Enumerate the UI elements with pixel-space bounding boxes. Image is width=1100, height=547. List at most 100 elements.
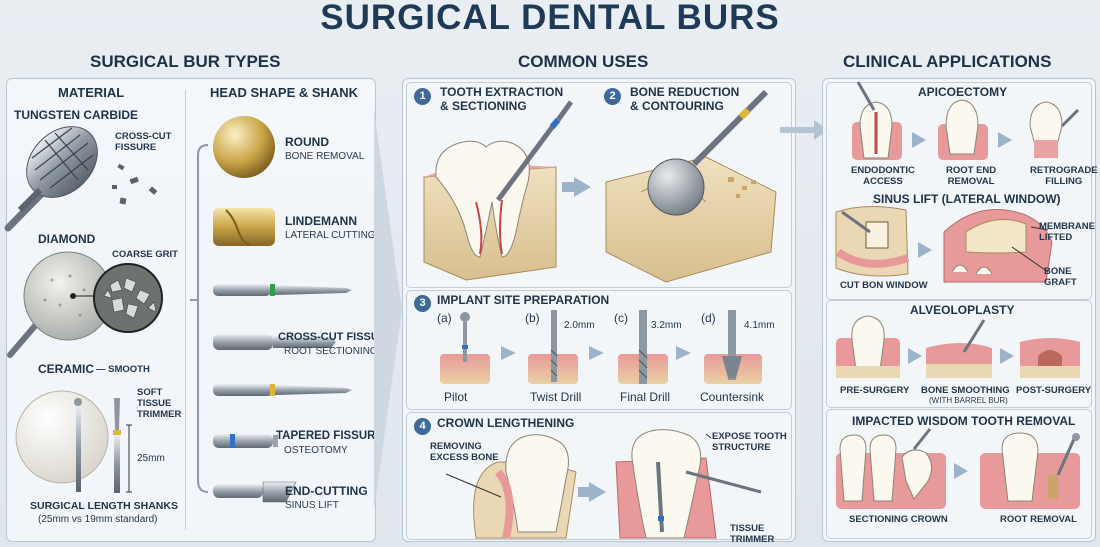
column-heading-types: SURGICAL BUR TYPES — [90, 52, 281, 71]
page-title: SURGICAL DENTAL BURS — [320, 0, 780, 37]
material-heading: MATERIAL — [58, 85, 125, 100]
twist-drill-icon — [528, 310, 578, 384]
sectioning-crown-icon — [836, 428, 946, 509]
end-cutting-bur-icon — [213, 481, 297, 503]
use-2-number: 2 — [604, 86, 621, 105]
head-item-tapered-desc: OSTEOTOMY — [284, 445, 348, 456]
tungsten-carbide-bur-icon — [4, 126, 98, 232]
drill-b-name: Twist Drill — [530, 390, 582, 404]
removing-bone-label: REMOVING EXCESS BONE — [430, 441, 499, 463]
sinus-membrane-label: MEMBRANE LIFTED — [1039, 221, 1095, 243]
head-item-endcutting-name: END-CUTTING — [285, 484, 368, 498]
fissure-bur-icon — [213, 334, 336, 350]
tapered-fissure-bur-icon — [213, 434, 278, 448]
surgical-length-shank-icon — [74, 398, 121, 493]
drill-d-name: Countersink — [700, 390, 765, 404]
material-illustrations — [4, 126, 163, 493]
final-drill-icon — [618, 310, 668, 384]
apico-step-2: ROOT END REMOVAL — [946, 165, 997, 187]
head-item-lindemann-desc: LATERAL CUTTING — [285, 230, 376, 241]
apico-step-1: ENDODONTIC ACCESS — [851, 165, 915, 187]
coarse-grit-zoom-icon — [93, 263, 163, 333]
membrane-lifted-icon — [943, 209, 1053, 283]
sinus-window-icon — [835, 205, 910, 277]
wisdom-step-1: SECTIONING CROWN — [849, 514, 948, 525]
drill-c-size: 3.2mm — [651, 320, 682, 331]
crown-before-icon — [445, 434, 577, 539]
sinus-heading: SINUS LIFT (LATERAL WINDOW) — [873, 192, 1061, 206]
alveo-step-1: PRE-SURGERY — [840, 385, 910, 396]
crown-card — [406, 412, 792, 540]
column-heading-clinical: CLINICAL APPLICATIONS — [843, 52, 1052, 71]
wisdom-heading: IMPACTED WISDOM TOOTH REMOVAL — [852, 414, 1076, 428]
diamond-label: DIAMOND — [38, 232, 96, 246]
sinus-cut-label: CUT BON WINDOW — [840, 280, 928, 291]
alveo-barrel-note: (WITH BARREL BUR) — [929, 396, 1008, 405]
post-surgery-icon — [1020, 338, 1080, 378]
alveo-heading: ALVEOLOPLASTY — [910, 303, 1015, 317]
tissue-trimmer-label: TISSUE TRIMMER — [730, 523, 775, 545]
use-4-label: CROWN LENGTHENING — [437, 416, 575, 430]
metal-chips-icon — [112, 163, 158, 205]
drill-b-letter: (b) — [525, 311, 540, 325]
head-item-endcutting-desc: SINUS LIFT — [285, 500, 339, 511]
use-3-number: 3 — [414, 293, 431, 312]
head-item-crosscut-name: CROSS-CUT FISSURE — [278, 331, 395, 343]
use-2-label: BONE REDUCTION & CONTOURING — [630, 85, 740, 113]
column-heading-uses: COMMON USES — [518, 52, 649, 71]
apico-step-3: RETROGRADE FILLING — [1030, 165, 1098, 187]
use-3-label: IMPLANT SITE PREPARATION — [437, 293, 610, 307]
shanks-note: (25mm vs 19mm standard) — [38, 514, 158, 525]
bone-smoothing-icon — [926, 319, 992, 378]
crown-after-icon — [615, 429, 762, 539]
cross-cut-fissure-bur-icon — [213, 284, 352, 296]
drill-c-name: Final Drill — [620, 390, 671, 404]
head-item-lindemann-name: LINDEMANN — [285, 214, 357, 228]
drill-a-letter: (a) — [437, 311, 452, 325]
flow-chevron-icon — [374, 110, 402, 510]
tungsten-carbide-label: TUNGSTEN CARBIDE — [14, 108, 139, 122]
pre-surgery-icon — [836, 315, 900, 378]
pilot-drill-icon — [440, 312, 490, 384]
tapered-bur-icon — [213, 384, 352, 396]
head-item-round-name: ROUND — [285, 135, 329, 149]
endodontic-access-icon — [852, 81, 902, 160]
apico-heading: APICOECTOMY — [918, 85, 1008, 99]
head-shape-illustrations — [190, 116, 352, 503]
crown-lengthening-illustration — [445, 429, 762, 539]
retrograde-filling-icon — [1029, 101, 1080, 158]
smooth-label: — SMOOTH — [96, 364, 150, 375]
head-item-crosscut-desc: ROOT SECTIONING — [284, 346, 378, 357]
alveoloplasty-illustration — [836, 315, 1080, 378]
flow-arrow-icon — [780, 120, 828, 140]
wisdom-step-2: ROOT REMOVAL — [1000, 514, 1077, 525]
head-shape-heading: HEAD SHAPE & SHANK — [210, 85, 359, 100]
drill-d-size: 4.1mm — [744, 320, 775, 331]
apico-sinus-illustration — [835, 81, 1080, 283]
alveo-step-3: POST-SURGERY — [1016, 385, 1092, 396]
root-removal-icon — [980, 432, 1080, 509]
implant-card — [406, 290, 792, 410]
drill-d-letter: (d) — [701, 311, 716, 325]
ceramic-label: CERAMIC — [38, 362, 94, 376]
cross-cut-label: CROSS-CUT FISSURE — [115, 131, 172, 153]
panel-divider — [185, 90, 186, 530]
drill-c-letter: (c) — [614, 311, 628, 325]
root-end-removal-icon — [938, 99, 988, 160]
head-item-round-desc: BONE REMOVAL — [285, 151, 365, 162]
lindemann-bur-icon — [213, 208, 275, 246]
bone-reduction-icon — [605, 89, 777, 283]
length-25mm-label: 25mm — [137, 453, 165, 464]
use-1-label: TOOTH EXTRACTION & SECTIONING — [440, 85, 564, 113]
use-1-number: 1 — [414, 86, 431, 105]
coarse-grit-label: COARSE GRIT — [112, 249, 178, 260]
expose-tooth-label: EXPOSE TOOTH STRUCTURE — [712, 431, 787, 453]
countersink-drill-icon — [704, 310, 762, 384]
drill-b-size: 2.0mm — [564, 320, 595, 331]
wisdom-tooth-illustration — [836, 428, 1080, 509]
soft-tissue-trimmer-label: SOFT TISSUE TRIMMER — [137, 387, 182, 420]
use-4-number: 4 — [414, 416, 431, 435]
sinus-graft-label: BONE GRAFT — [1044, 266, 1077, 288]
shanks-label: SURGICAL LENGTH SHANKS — [30, 500, 178, 512]
round-bur-icon — [213, 116, 275, 178]
